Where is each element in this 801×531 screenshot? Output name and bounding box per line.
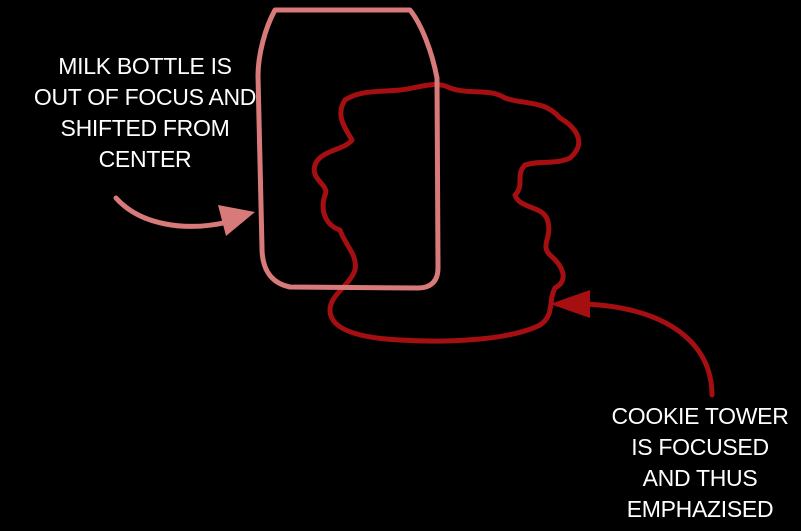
cookie-tower-outline xyxy=(314,85,579,342)
cookie-tower-arrow-head xyxy=(550,290,590,318)
milk-bottle-note: MILK BOTTLE IS OUT OF FOCUS AND SHIFTED … xyxy=(20,51,270,175)
milk-bottle-note-line: MILK BOTTLE IS xyxy=(20,51,270,82)
cookie-tower-note-line: EMPHAZISED xyxy=(605,494,795,525)
cookie-tower-arrow-line xyxy=(585,304,712,395)
milk-bottle-arrow-head xyxy=(218,205,255,236)
milk-bottle-note-line: OUT OF FOCUS AND xyxy=(20,82,270,113)
cookie-tower-note: COOKIE TOWER IS FOCUSED AND THUS EMPHAZI… xyxy=(605,401,795,525)
milk-bottle-note-line: SHIFTED FROM xyxy=(20,113,270,144)
cookie-tower-note-line: IS FOCUSED xyxy=(605,432,795,463)
cookie-tower-note-line: COOKIE TOWER xyxy=(605,401,795,432)
milk-bottle-arrow-line xyxy=(116,198,228,226)
milk-bottle-note-line: CENTER xyxy=(20,144,270,175)
cookie-tower-note-line: AND THUS xyxy=(605,463,795,494)
